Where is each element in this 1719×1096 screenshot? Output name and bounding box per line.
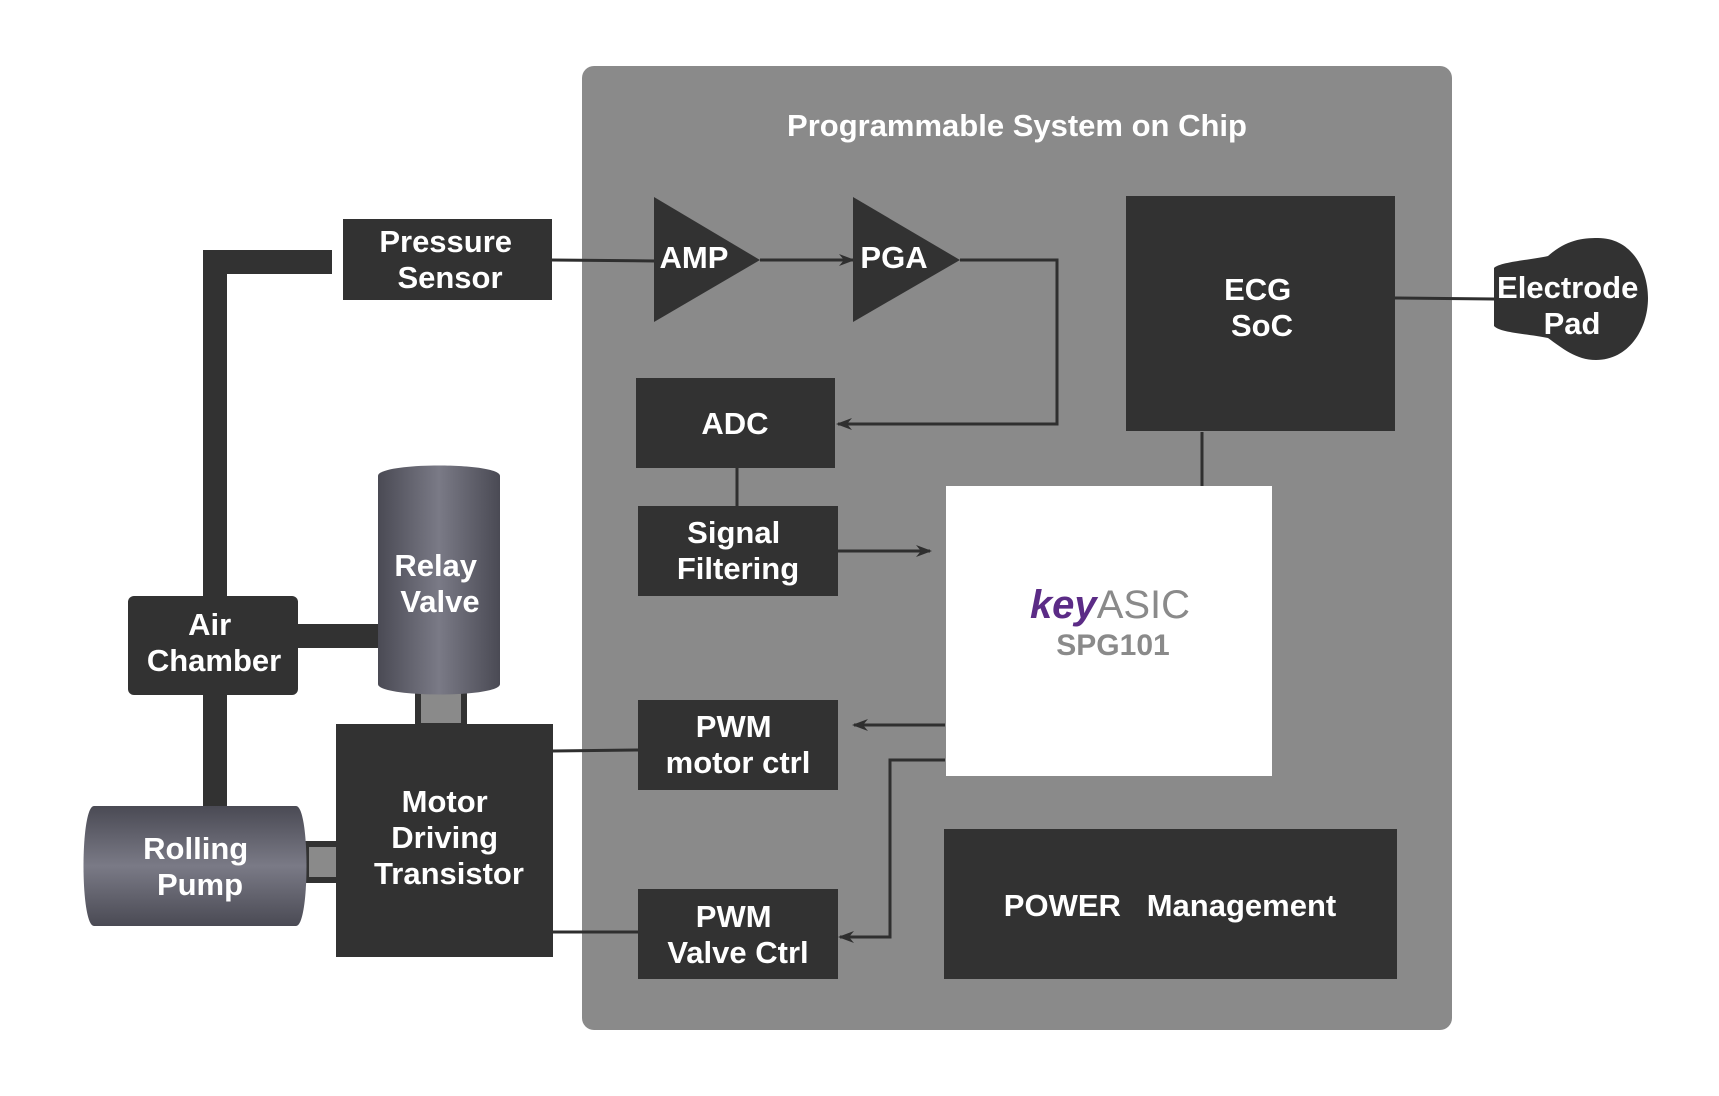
pressure-sensor-label-1: Pressure [379,224,512,259]
ecg-soc-label-2: SoC [1231,308,1293,343]
motor-transistor-label-2: Driving [391,820,498,855]
relay-valve-block [378,465,500,695]
svg-text:PWM Valve Ctrl: PWM Valve Ctrl [667,899,808,970]
rolling-pump-label-2: Pump [157,867,243,902]
wire-sensor-amp [551,258,657,263]
svg-text:Air Chamber: Air Chamber [147,607,281,678]
amp-block [654,197,760,322]
pressure-sensor-label-2: Sensor [397,260,502,295]
motor-transistor-label-1: Motor [402,784,488,819]
pwm-motor-label-1: PWM [696,709,772,744]
power-management-label: POWER Management [1004,888,1336,923]
signal-filtering-block [638,506,838,596]
ecg-soc-label-1: ECG [1224,272,1291,307]
electrode-pad-label-2: Pad [1544,306,1601,341]
pwm-valve-block [638,889,838,979]
svg-text:Rolling Pump: Rolling Pump [143,831,257,902]
processor-block [946,486,1272,776]
svg-text:Pressure Sensor: Pressure Sensor [379,224,520,295]
motor-transistor-block [336,724,553,957]
wire-ecg-electrode [1393,296,1495,301]
pwm-valve-label-1: PWM [696,899,772,934]
svg-text:Motor Driving Transist: Motor Driving Transistor [374,784,524,891]
electrode-pad-label-1: Electrode [1497,270,1638,305]
electrode-pad-block [1494,238,1648,360]
wire-processor-pwm-valve [838,758,945,943]
air-pipe-to-sensor [203,250,332,600]
svg-text:PWM motor ctrl: PWM motor ctrl [666,709,811,780]
ecg-soc-block [1126,196,1395,431]
relay-valve-label-2: Valve [400,584,479,619]
pga-label: PGA [860,240,927,275]
processor-model: SPG101 [1056,629,1169,662]
pwm-motor-block [638,700,838,790]
rolling-pump-label-1: Rolling [143,831,248,866]
wire-pga-adc [836,258,1059,430]
motor-transistor-label-3: Transistor [374,856,524,891]
air-chamber-label-1: Air [188,607,231,642]
pressure-sensor-block [343,219,552,300]
valve-transistor-link [415,687,467,729]
power-management-block [944,829,1397,979]
rolling-pump-block [83,806,307,926]
keyasic-logo-asic: ASIC [1097,583,1190,627]
chip-title: Programmable System on Chip [787,108,1247,143]
keyasic-logo: KEYASIC [1030,583,1190,627]
pwm-motor-label-2: motor ctrl [666,745,811,780]
pump-transistor-link [303,841,343,883]
svg-text:ECG SoC: ECG SoC [1224,272,1300,343]
relay-valve-label-1: Relay [394,548,477,583]
adc-block [636,378,835,468]
svg-text:Relay Valve: Relay Valve [394,548,485,619]
amp-label: AMP [660,240,729,275]
pwm-valve-label-2: Valve Ctrl [667,935,808,970]
adc-label: ADC [701,406,768,441]
air-chamber-block [128,596,298,695]
keyasic-logo-key: KEY [1030,583,1098,627]
wire-pwm-motor-transistor [551,748,639,753]
signal-filtering-label-1: Signal [687,515,780,550]
air-chamber-label-2: Chamber [147,643,281,678]
svg-text:Signal Filtering: Signal Filtering [677,515,799,586]
signal-filtering-label-2: Filtering [677,551,799,586]
pga-block [853,197,960,322]
svg-text:Electrode Pad: Electrode Pad [1497,270,1647,341]
